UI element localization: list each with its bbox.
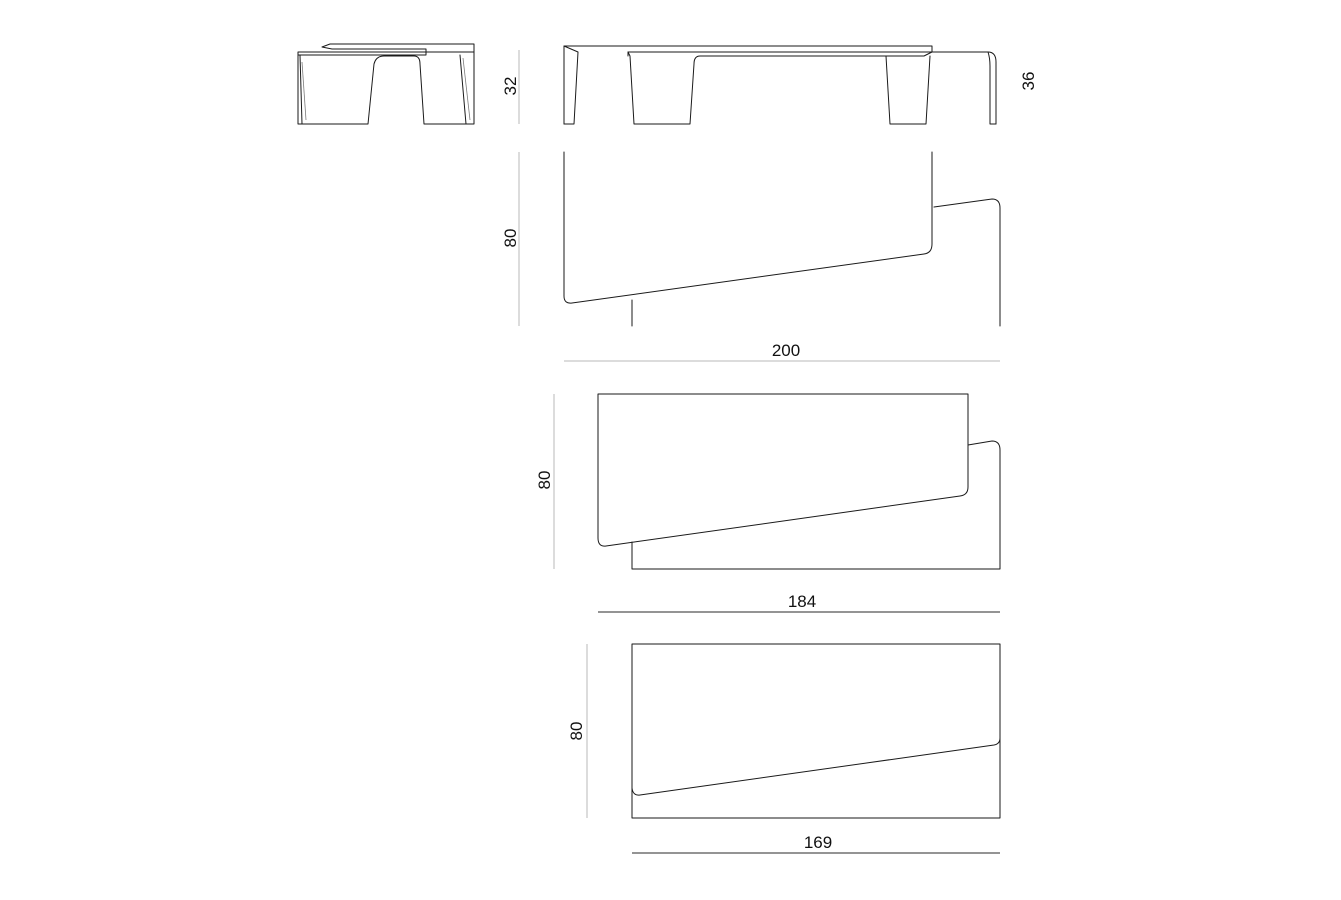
- plan-small-diagonal-edge: [631, 737, 1001, 796]
- plan-view-medium: 80 184: [535, 393, 1001, 613]
- plan-view-small: 80 169: [567, 643, 1001, 854]
- front-view-leg-right: [885, 55, 931, 125]
- plan-medium-lower-panel: [631, 440, 1001, 570]
- front-view-top-slab: [563, 45, 997, 125]
- plan-large-width-label: 200: [772, 341, 800, 360]
- plan-medium-width-label: 184: [788, 592, 816, 611]
- side-view-leg-left: [299, 54, 303, 125]
- front-view-slab-right-inner: [627, 51, 933, 125]
- plan-small-depth-label: 80: [567, 722, 586, 741]
- front-elevation-view: 36: [563, 45, 1038, 125]
- plan-small-outer: [631, 643, 1001, 819]
- side-view-leg-right-inner: [462, 57, 471, 121]
- plan-large-lower-panel: [631, 198, 1001, 327]
- side-view-body: [297, 51, 475, 125]
- front-view-end-panel: [987, 51, 997, 125]
- plan-view-large: 80 200: [501, 151, 1001, 362]
- plan-medium-upper-panel: [597, 393, 969, 547]
- front-view-slab-left: [563, 45, 579, 125]
- side-view-leg-right: [459, 54, 467, 125]
- plan-small-width-label: 169: [804, 833, 832, 852]
- front-view-slab-lower-edge: [627, 51, 933, 57]
- side-elevation-view: 32: [297, 43, 520, 125]
- plan-large-depth-label: 80: [501, 229, 520, 248]
- side-view-height-label: 32: [501, 77, 520, 96]
- side-view-top-slab: [297, 43, 475, 56]
- front-view-height-label: 36: [1019, 72, 1038, 91]
- plan-large-upper-panel: [563, 151, 933, 304]
- plan-medium-depth-label: 80: [535, 471, 554, 490]
- side-view-leg-left-inner: [301, 61, 307, 121]
